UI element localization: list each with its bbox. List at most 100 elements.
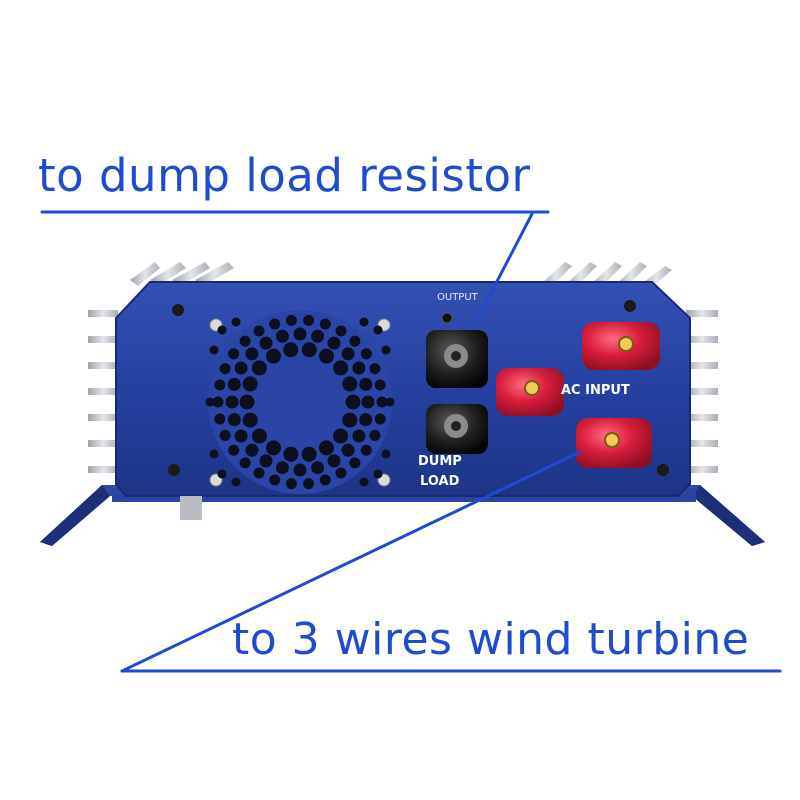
output-led (441, 312, 453, 324)
fan-hole (376, 396, 388, 408)
fan-hole (381, 449, 391, 459)
fan-hole (214, 413, 226, 425)
fan-hole (303, 314, 315, 326)
fan-hole (303, 478, 315, 490)
fan-hole (369, 429, 381, 441)
fan-hole (275, 461, 289, 475)
fan-hole (214, 379, 226, 391)
fan-hole (234, 429, 248, 443)
fan-hole (352, 361, 366, 375)
fan-hole (319, 440, 334, 456)
fan-hole (373, 325, 383, 335)
fan-hole (227, 377, 241, 391)
fan-hole (251, 428, 267, 444)
ac-input-label: AC INPUT (561, 383, 630, 398)
fan-hole (234, 361, 248, 375)
fan-hole (360, 444, 372, 456)
fan-hole (245, 347, 259, 361)
fan-hole (311, 461, 325, 475)
fan-hole (239, 335, 251, 347)
fan-hole (385, 397, 395, 407)
fan-hole (283, 446, 299, 462)
fan-hole (342, 412, 358, 428)
fan-hole (231, 317, 241, 327)
fan-hole (227, 413, 241, 427)
fan-hole (285, 478, 297, 490)
fan-hole (327, 336, 341, 350)
fan-hole (212, 396, 224, 408)
fan-hole (275, 329, 289, 343)
top-leader-line (476, 212, 534, 320)
fan-hole (217, 469, 227, 479)
fan-hole (239, 394, 255, 410)
fan-hole (327, 454, 341, 468)
fan-hole (245, 443, 259, 457)
wind-turbine-caption: to 3 wires wind turbine (232, 614, 750, 665)
fan-hole (359, 317, 369, 327)
fan-hole (345, 394, 361, 410)
fan-grill (205, 310, 395, 494)
fan-hole (341, 347, 355, 361)
fan-hole (217, 325, 227, 335)
fan-hole (361, 395, 375, 409)
annotation-lines (40, 210, 782, 673)
fan-hole (333, 360, 349, 376)
fan-hole (239, 457, 251, 469)
fan-hole (228, 444, 240, 456)
ac-input-terminals (496, 322, 660, 468)
fan-hole (352, 429, 366, 443)
fan-hole (359, 377, 373, 391)
fan-hole (319, 474, 331, 486)
fan-hole (269, 318, 281, 330)
fan-hole (209, 345, 219, 355)
fan-hole (341, 443, 355, 457)
fan-hole (359, 477, 369, 487)
fan-hole (374, 379, 386, 391)
fan-hole (360, 348, 372, 360)
fan-hole (369, 363, 381, 375)
fan-hole (231, 477, 241, 487)
fan-hole (205, 397, 215, 407)
fan-hole (319, 348, 334, 364)
fan-hole (253, 325, 265, 337)
fan-hole (285, 314, 297, 326)
fan-hole (311, 329, 325, 343)
dump-load-terminals (426, 330, 488, 454)
fan-hole (228, 348, 240, 360)
bottom-connector (180, 496, 202, 520)
fan-hole (242, 376, 258, 392)
fan-hole (283, 342, 299, 358)
heatsink-fins-left (88, 262, 234, 473)
fan-hole (319, 318, 331, 330)
output-label: OUTPUT (437, 292, 478, 303)
fan-hole (349, 335, 361, 347)
fan-hole (242, 412, 258, 428)
fan-hole (374, 413, 386, 425)
fan-hole (269, 474, 281, 486)
fan-hole (335, 467, 347, 479)
fan-hole (266, 440, 281, 456)
dump-load-caption: to dump load resistor (38, 149, 531, 202)
fan-hole (209, 449, 219, 459)
fan-hole (253, 467, 265, 479)
fan-hole (219, 429, 231, 441)
fan-hole (293, 327, 307, 341)
bottom-leader-line (120, 450, 582, 673)
dump-label: DUMP (418, 454, 462, 469)
fan-hole (301, 446, 317, 462)
fan-hole (301, 342, 317, 358)
fan-hole (225, 395, 239, 409)
fan-hole (259, 336, 273, 350)
load-label: LOAD (420, 474, 460, 489)
fan-hole (381, 345, 391, 355)
fan-hole (342, 376, 358, 392)
fan-hole (333, 428, 349, 444)
fan-hole (266, 348, 281, 364)
fan-hole (335, 325, 347, 337)
fan-hole (219, 363, 231, 375)
fan-hole (251, 360, 267, 376)
fan-hole (259, 454, 273, 468)
fan-hole (373, 469, 383, 479)
fan-hole (359, 413, 373, 427)
